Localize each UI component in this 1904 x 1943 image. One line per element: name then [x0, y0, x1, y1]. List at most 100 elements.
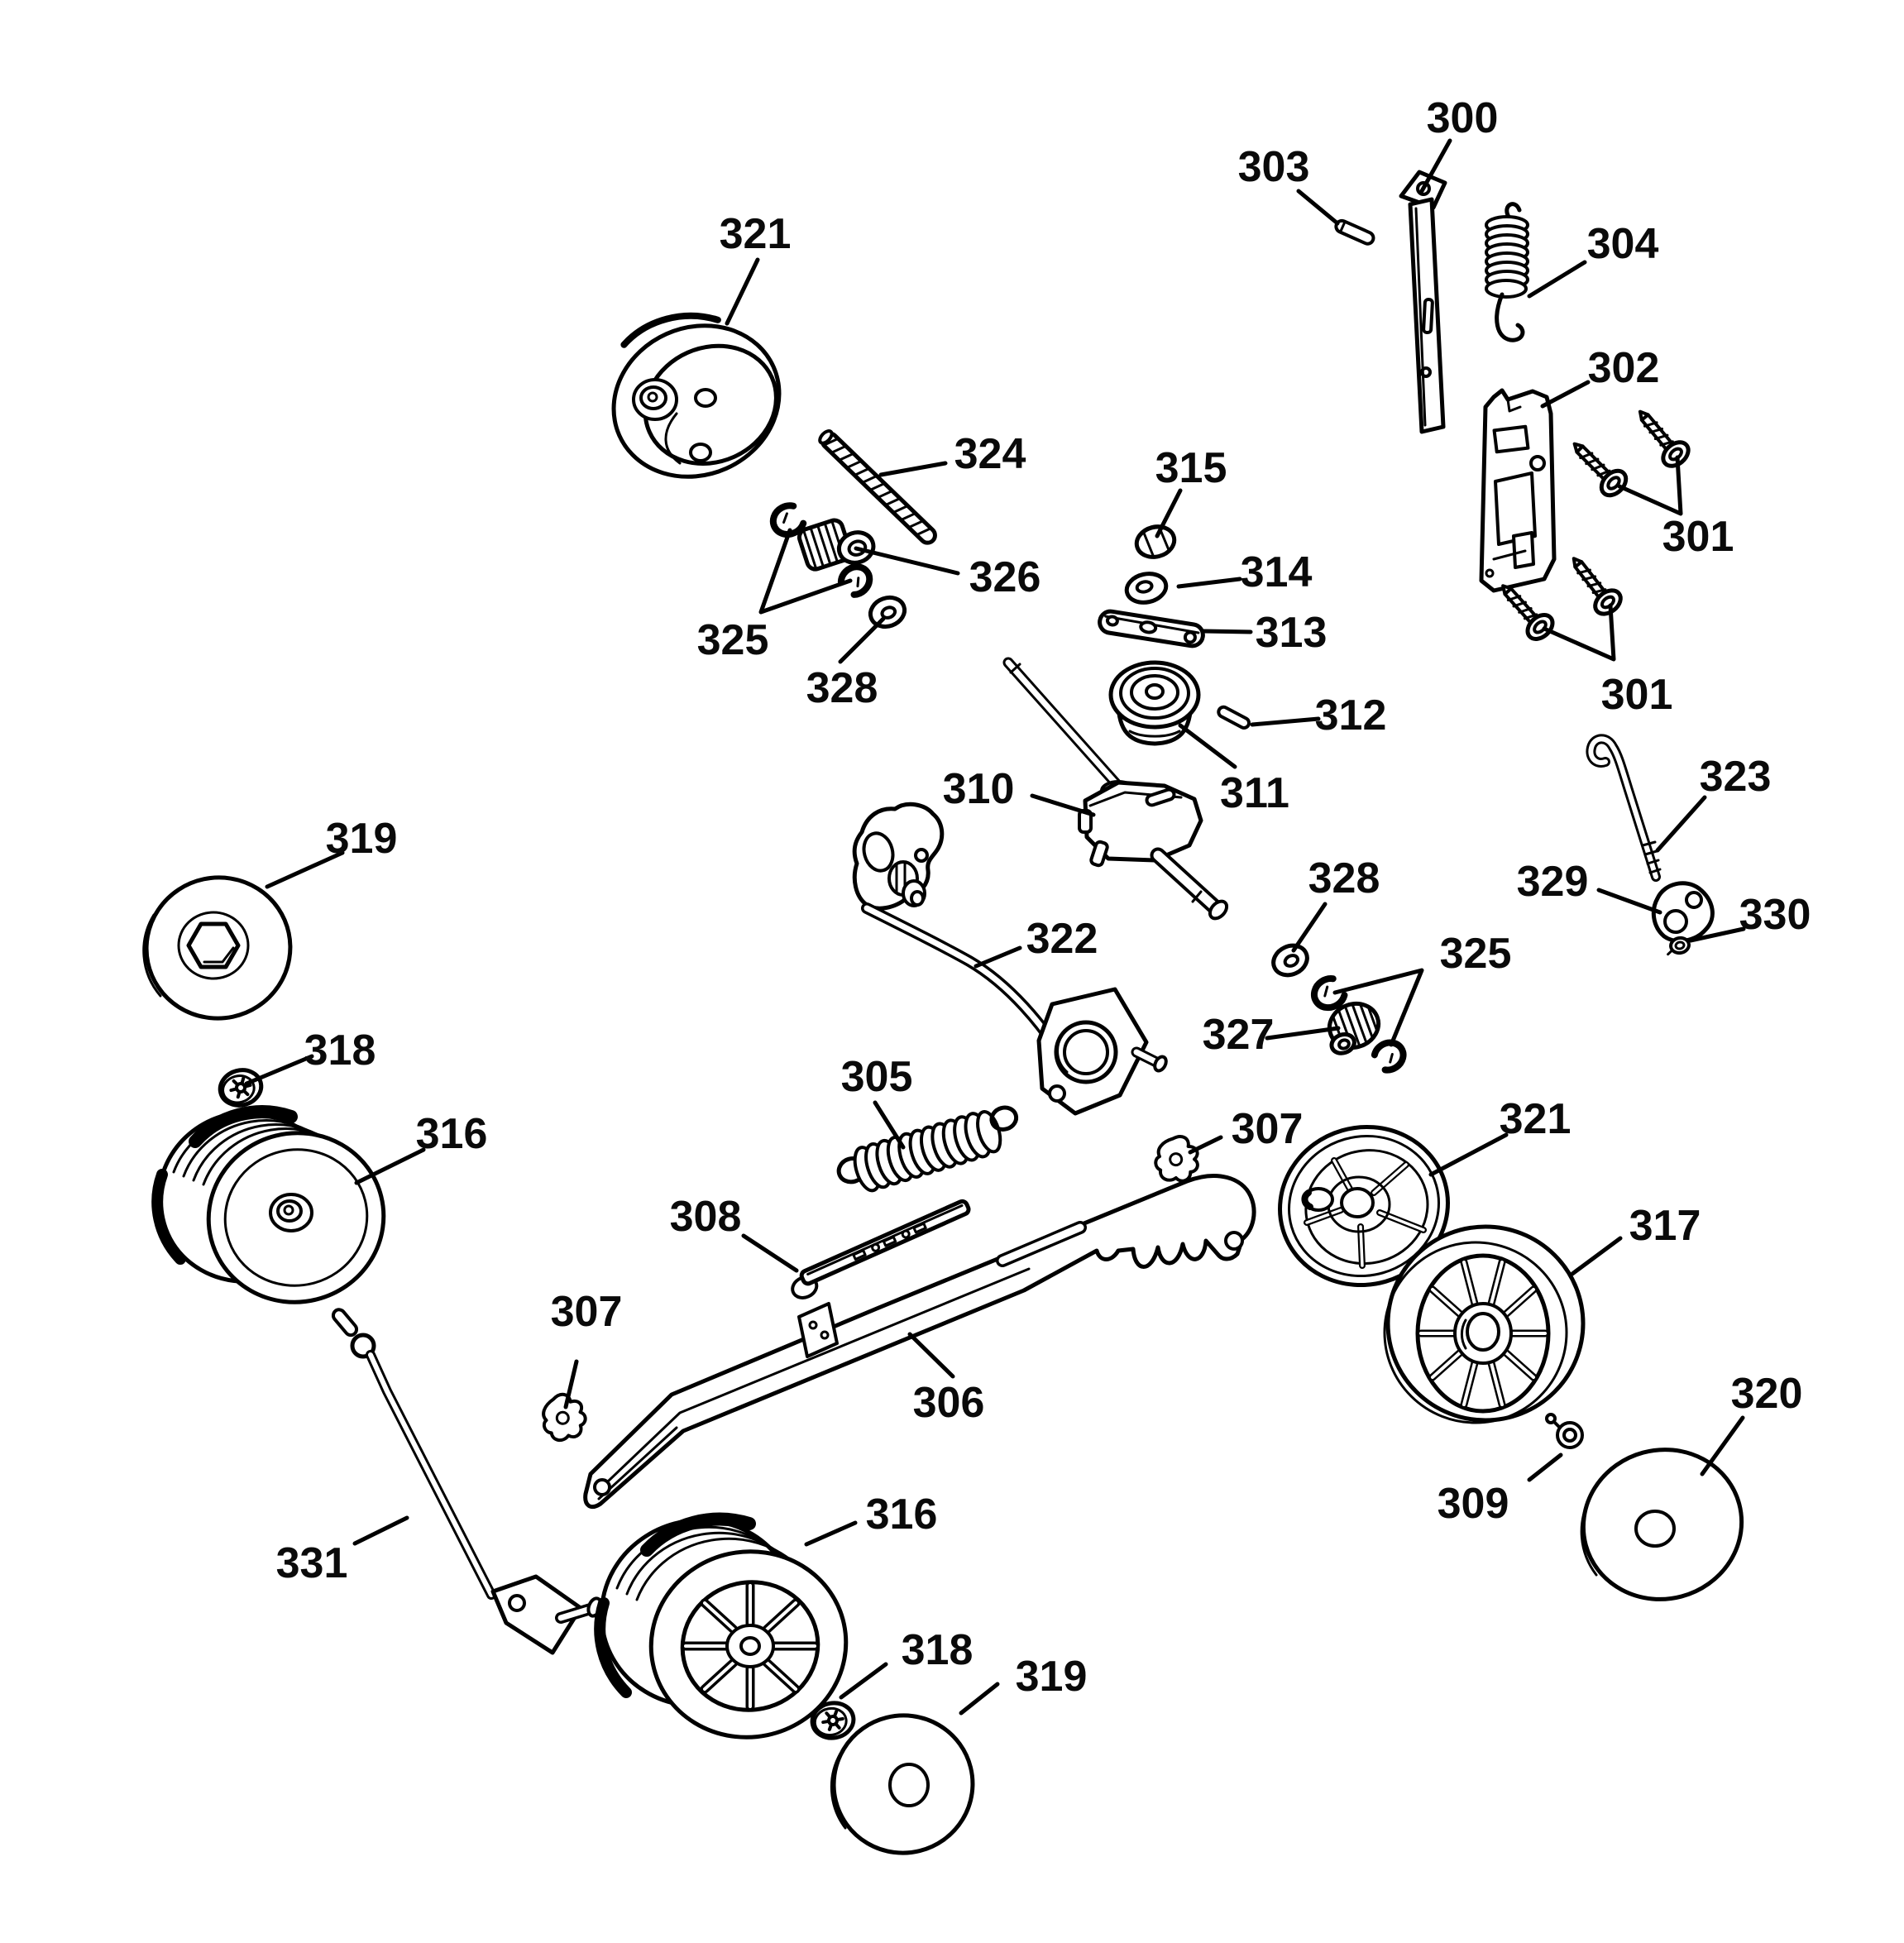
leader-317 [1570, 1236, 1623, 1276]
callout-320: 320 [1731, 1370, 1803, 1418]
callout-307-left: 307 [551, 1288, 623, 1336]
leader-322 [974, 945, 1022, 969]
leader-305 [873, 1100, 906, 1150]
leader-308 [741, 1233, 799, 1273]
leader-306 [907, 1332, 955, 1379]
callout-303: 303 [1238, 143, 1310, 191]
leader-325-right [1332, 968, 1424, 1047]
part-319-hubcap-bottom [830, 1713, 975, 1855]
leader-324 [878, 461, 948, 477]
callout-321-right: 321 [1500, 1095, 1572, 1143]
leader-319-left [265, 850, 345, 889]
leader-328-right [1291, 902, 1328, 953]
leader-319-bottom [959, 1682, 1000, 1716]
part-310-gearbox [1002, 657, 1229, 921]
leader-307-right [1188, 1135, 1223, 1155]
leader-301-bottom [1542, 603, 1616, 662]
leader-313 [1201, 629, 1253, 634]
part-327-gear [1327, 1002, 1381, 1055]
leader-331 [352, 1515, 409, 1546]
leader-327 [1265, 1026, 1341, 1041]
part-326-gear [797, 518, 876, 572]
leader-300 [1419, 138, 1452, 194]
callout-328-right: 328 [1308, 854, 1380, 902]
callout-labels: 300 303 304 302 301 301 321 324 315 326 … [276, 94, 1811, 1701]
callout-307-right: 307 [1232, 1105, 1304, 1153]
leader-316-bottom [804, 1520, 858, 1547]
part-306-lever [583, 1174, 1256, 1509]
callout-328-top-left: 328 [806, 664, 878, 712]
callout-324: 324 [954, 430, 1026, 478]
leader-315 [1155, 488, 1183, 538]
callout-313: 313 [1256, 609, 1328, 657]
leader-301-top [1617, 455, 1683, 516]
callout-327: 327 [1203, 1011, 1275, 1059]
leader-320 [1700, 1415, 1745, 1476]
part-325-clips-top-left [769, 502, 873, 598]
part-311-pulley [1108, 660, 1201, 746]
part-318-pushnut-bottom [810, 1701, 856, 1740]
part-328-washer-top-left [868, 595, 907, 629]
part-309-pushnut-right [1545, 1413, 1584, 1449]
leader-325-top-left [758, 528, 853, 615]
part-316-wheel-left [151, 1105, 386, 1304]
leader-311 [1178, 723, 1237, 769]
part-322-idler-arm [852, 802, 1168, 1116]
part-321-pulley-top-left [611, 312, 782, 479]
callout-302: 302 [1588, 344, 1660, 392]
part-325-clips-right [1311, 975, 1407, 1074]
callout-318-left: 318 [304, 1027, 376, 1074]
part-319-hubcap-left [142, 875, 293, 1021]
part-305-spring [836, 1105, 1019, 1193]
part-316-wheel-bottom [594, 1512, 849, 1740]
callout-304: 304 [1587, 220, 1659, 268]
callout-315: 315 [1155, 444, 1227, 492]
callout-329: 329 [1517, 858, 1589, 906]
callout-317: 317 [1629, 1202, 1701, 1250]
callout-316-left: 316 [416, 1110, 488, 1158]
callout-314: 314 [1241, 548, 1313, 596]
leader-307-left [563, 1359, 579, 1409]
leader-328-top-left [838, 616, 886, 664]
part-307-clip-left [542, 1392, 587, 1443]
part-314-washer [1124, 572, 1169, 605]
part-317-wheel [1383, 1224, 1586, 1424]
callout-305: 305 [841, 1053, 913, 1101]
part-315-nut [1134, 524, 1177, 559]
callout-331: 331 [276, 1539, 348, 1587]
part-321-pulley-right [1278, 1124, 1450, 1288]
callout-326: 326 [969, 553, 1041, 601]
leader-lines [244, 138, 1746, 1716]
callout-312: 312 [1315, 692, 1387, 739]
part-301-screws-bottom [1501, 557, 1623, 641]
callout-325-top-left: 325 [697, 616, 769, 664]
leader-314 [1176, 577, 1242, 589]
leader-321-right [1428, 1132, 1509, 1177]
part-313-link [1098, 609, 1205, 648]
part-302-bracket [1479, 388, 1557, 593]
callout-316-bottom: 316 [866, 1491, 938, 1539]
part-323-hook-rod [1586, 734, 1662, 882]
callout-308: 308 [670, 1193, 742, 1241]
callout-309: 309 [1438, 1480, 1509, 1528]
leader-304 [1527, 260, 1587, 299]
leader-302 [1540, 380, 1591, 409]
callout-311: 311 [1220, 769, 1289, 817]
callout-322: 322 [1026, 915, 1098, 963]
part-330-nut [1667, 936, 1691, 956]
callout-318-bottom: 318 [902, 1626, 974, 1674]
leader-309 [1527, 1452, 1563, 1482]
part-320-hubcap-right [1580, 1448, 1744, 1601]
callout-319-bottom: 319 [1016, 1653, 1088, 1701]
callout-301-top: 301 [1662, 513, 1734, 561]
leader-318-left [244, 1054, 314, 1086]
part-303-pin [1334, 218, 1375, 246]
part-312-pin [1217, 705, 1251, 730]
part-304-spring [1485, 202, 1529, 342]
leader-330 [1688, 926, 1746, 943]
leader-329 [1596, 888, 1662, 915]
callout-301-bottom: 301 [1601, 671, 1673, 719]
callout-330: 330 [1739, 891, 1811, 939]
